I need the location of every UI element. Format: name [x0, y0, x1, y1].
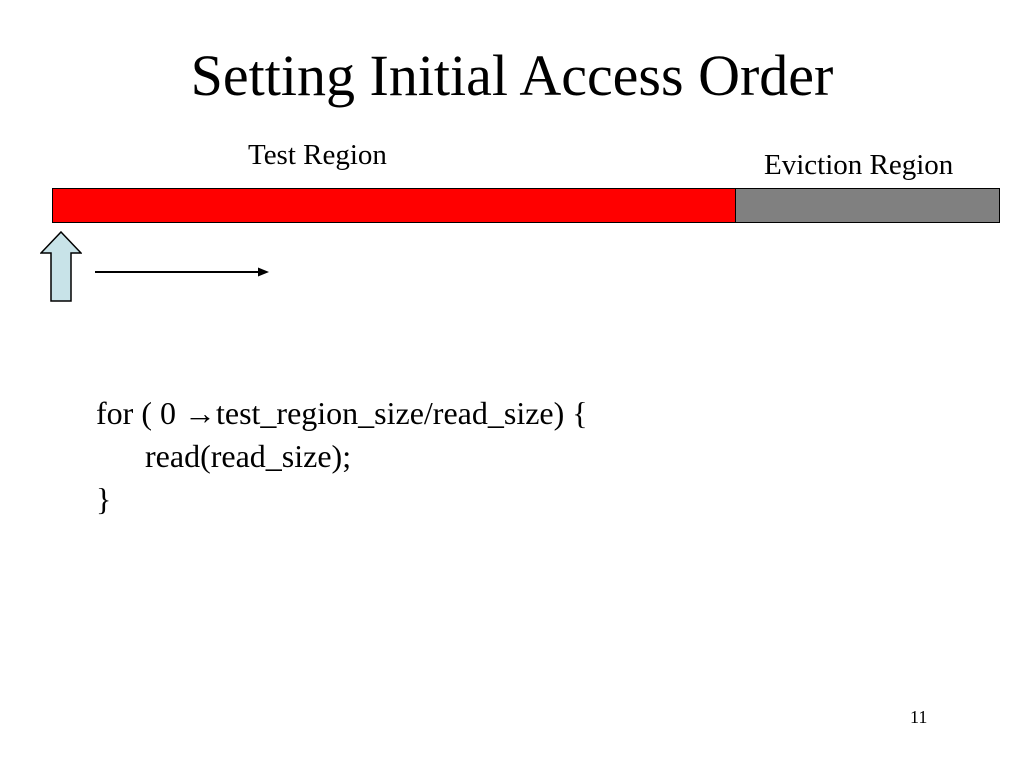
- code-line-loop-header: for ( 0 →test_region_size/read_size) {: [96, 395, 588, 431]
- memory-bar: [52, 188, 1000, 223]
- page-number: 11: [910, 707, 928, 727]
- eviction-region-segment: [736, 189, 999, 222]
- test-region-label: Test Region: [248, 139, 387, 171]
- up-arrow-icon: [40, 231, 82, 302]
- eviction-region-label: Eviction Region: [764, 149, 954, 181]
- right-arrow-icon: [95, 267, 269, 277]
- code-line-read-call: read(read_size);: [145, 438, 352, 474]
- slide-title: Setting Initial Access Order: [190, 43, 834, 108]
- code-line-closing-brace: }: [96, 481, 112, 517]
- test-region-segment: [53, 189, 736, 222]
- code-block: for ( 0 →test_region_size/read_size) { r…: [96, 392, 588, 521]
